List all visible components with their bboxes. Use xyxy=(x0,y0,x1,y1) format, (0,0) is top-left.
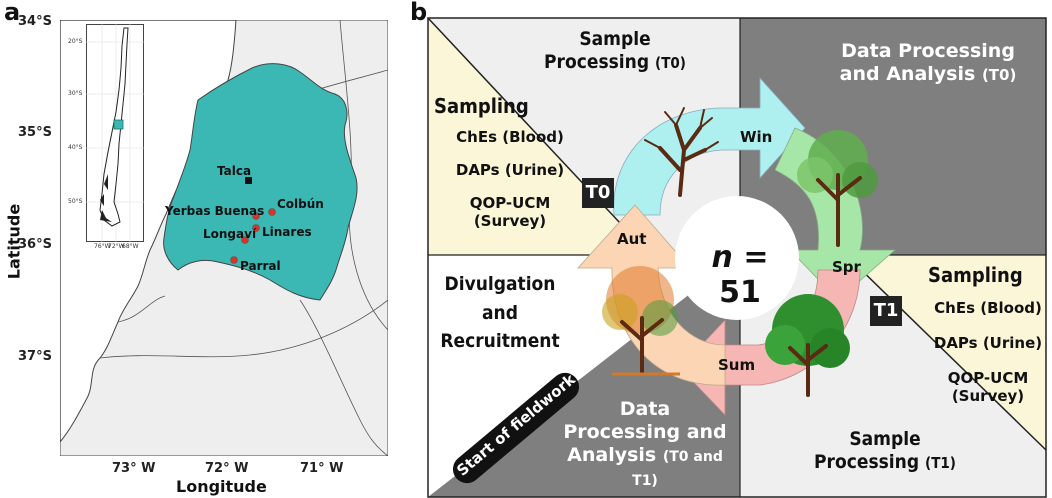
lon-tick-73: 73° W xyxy=(112,461,156,476)
autumn-tree-icon xyxy=(602,266,680,376)
season-sum: Sum xyxy=(718,356,756,374)
lon-tick-71: 71° W xyxy=(300,461,344,476)
data-processing-t0-t1-title: Data Processing and Analysis (T0 and T1) xyxy=(563,398,727,489)
city-label-colbun: Colbún xyxy=(277,197,324,211)
inset-lat-30: 30°S xyxy=(68,90,83,97)
inset-lat-20: 20°S xyxy=(68,38,83,45)
sampling-right-item-ches: ChEs (Blood) xyxy=(934,299,1042,317)
cycle-center xyxy=(675,196,799,320)
panel-a-letter: a xyxy=(4,0,21,26)
inset-lat-40: 40°S xyxy=(68,144,83,151)
sampling-left-item-qop: QOP-UCM xyxy=(469,194,551,212)
longavi-marker xyxy=(241,236,249,244)
t1-badge: T1 xyxy=(870,296,902,326)
sampling-right-items: ChEs (Blood) DAPs (Urine) QOP-UCM (Surve… xyxy=(928,299,1048,405)
divulgation-title: Divulgation and Recruitment xyxy=(440,273,560,352)
t0-badge: T0 xyxy=(582,178,614,208)
sample-processing-t0-title: Sample Processing (T0) xyxy=(544,28,686,74)
city-label-parral: Parral xyxy=(240,259,281,273)
inset-lon-72: 72°W xyxy=(108,243,125,250)
city-label-linares: Linares xyxy=(262,225,312,239)
inset-map xyxy=(86,24,144,242)
parral-marker xyxy=(230,256,238,264)
sampling-right-item-survey: (Survey) xyxy=(951,387,1025,405)
summer-tree-icon xyxy=(765,294,850,397)
inset-lon-76: 76°W xyxy=(94,243,111,250)
lat-tick-35: 35°S xyxy=(18,125,52,140)
spring-tree-icon xyxy=(797,130,878,247)
season-win: Win xyxy=(740,128,773,146)
city-label-talca: Talca xyxy=(217,164,252,178)
lat-tick-37: 37°S xyxy=(18,349,52,364)
sampling-left-item-daps: DAPs (Urine) xyxy=(455,161,565,179)
inset-lon-68: 68°W xyxy=(122,243,139,250)
inset-lat-50: 50°S xyxy=(68,198,83,205)
city-label-yerbas-buenas: Yerbas Buenas xyxy=(165,204,265,218)
sampling-left-title: Sampling xyxy=(434,94,529,118)
sampling-left-item-survey: (Survey) xyxy=(473,212,547,230)
inset-highlight xyxy=(113,119,124,130)
sampling-left-item-ches: ChEs (Blood) xyxy=(456,128,564,146)
winter-tree-icon xyxy=(644,107,719,197)
colbun-marker xyxy=(268,208,276,216)
start-fieldwork-pill xyxy=(452,372,580,484)
season-spr: Spr xyxy=(832,258,861,276)
sample-size-label: n = 51 xyxy=(711,240,769,310)
x-axis-title: Longitude xyxy=(176,477,267,496)
sample-processing-t1-title: Sample Processing (T1) xyxy=(814,428,956,474)
linares-marker xyxy=(252,224,260,232)
talca-marker xyxy=(245,177,252,184)
lat-tick-34: 34°S xyxy=(18,14,52,29)
city-label-longavi: Longaví xyxy=(203,227,257,241)
maule-region xyxy=(163,63,358,301)
sampling-left-items: ChEs (Blood) DAPs (Urine) QOP-UCM (Surve… xyxy=(450,128,570,230)
data-processing-t0-title: Data Processing and Analysis (T0) xyxy=(839,40,1017,86)
lat-tick-36: 36°S xyxy=(18,237,52,252)
season-aut: Aut xyxy=(617,230,647,248)
lon-tick-72: 72° W xyxy=(205,461,249,476)
sampling-right-title: Sampling xyxy=(928,263,1023,287)
yerbas-buenas-marker xyxy=(252,212,260,220)
sampling-right-item-qop: QOP-UCM xyxy=(947,369,1029,387)
sampling-right-item-daps: DAPs (Urine) xyxy=(933,334,1043,352)
panel-b-letter: b xyxy=(410,0,428,26)
